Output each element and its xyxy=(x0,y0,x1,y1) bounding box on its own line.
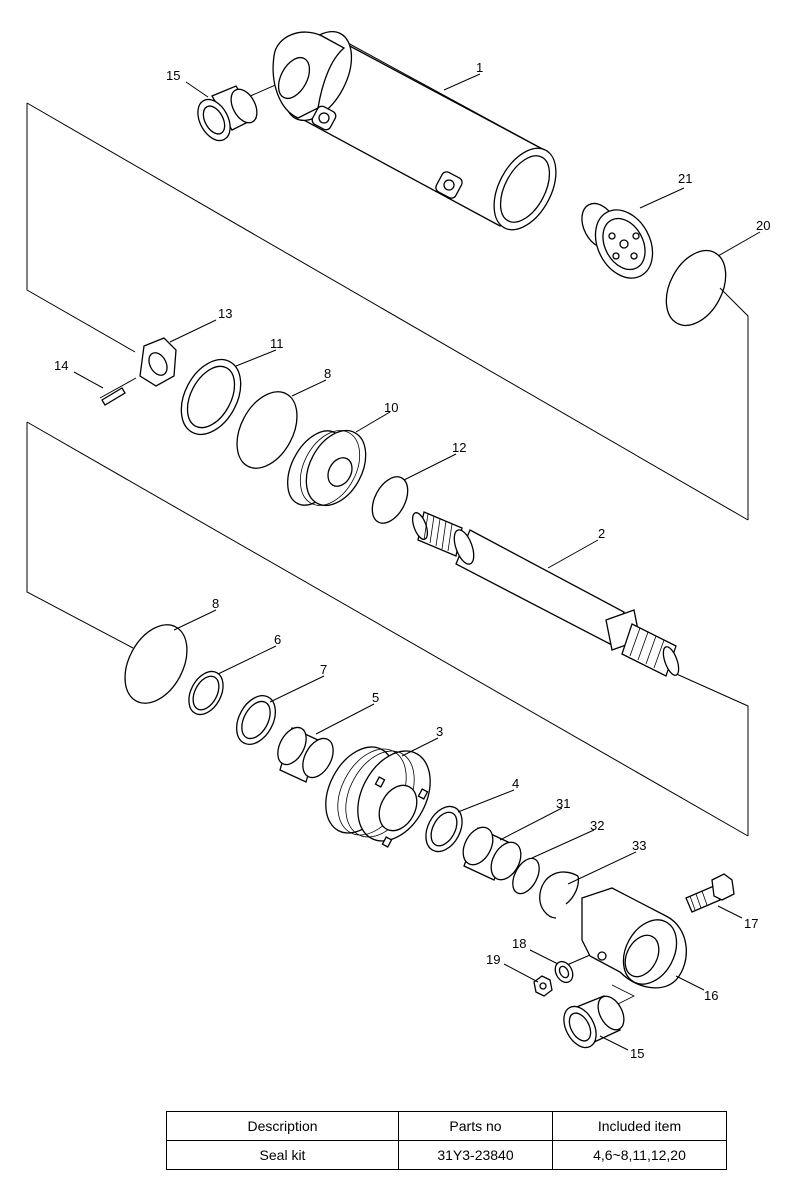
part-19-nut xyxy=(533,975,553,997)
part-4-rod-seal xyxy=(425,805,463,853)
part-16-rod-eye xyxy=(581,887,687,989)
exploded-parts-diagram: 1 15 21 20 13 11 14 8 10 12 2 8 6 7 5 3 … xyxy=(26,30,770,1061)
part-3-rod-cover xyxy=(325,746,431,848)
callout-33: 33 xyxy=(632,838,646,853)
callout-12: 12 xyxy=(452,440,466,455)
part-20-o-ring xyxy=(665,249,727,327)
part-33-snap-ring xyxy=(539,871,580,919)
part-10-piston xyxy=(287,429,367,507)
callout-15-bottom: 15 xyxy=(630,1046,644,1061)
callout-32: 32 xyxy=(590,818,604,833)
callout-1: 1 xyxy=(476,60,483,75)
part-11-backup-ring xyxy=(180,358,242,436)
callout-7: 7 xyxy=(320,662,327,677)
callout-13: 13 xyxy=(218,306,232,321)
callout-leaders xyxy=(73,73,761,1051)
part-8-o-ring-upper xyxy=(236,391,298,469)
assembly-guide-lines xyxy=(26,41,749,1011)
part-2-piston-rod xyxy=(411,511,680,677)
part-7-seal xyxy=(236,695,276,745)
part-14-pin xyxy=(101,387,126,406)
callout-8-upper: 8 xyxy=(324,366,331,381)
table-header-row: Description Parts no Included item xyxy=(166,1111,727,1141)
part-17-bolt xyxy=(685,873,735,913)
callout-31: 31 xyxy=(556,796,570,811)
callout-8-lower: 8 xyxy=(212,596,219,611)
callout-labels: 1 15 21 20 13 11 14 8 10 12 2 8 6 7 5 3 … xyxy=(54,60,770,1061)
callout-15-top: 15 xyxy=(166,68,180,83)
callout-20: 20 xyxy=(756,218,770,233)
callout-11: 11 xyxy=(270,336,284,351)
seal-kit-table: Description Parts no Included item Seal … xyxy=(166,1111,727,1170)
callout-21: 21 xyxy=(678,171,692,186)
part-6-dust-wiper xyxy=(188,670,224,716)
part-15-bushing-bottom xyxy=(563,995,625,1049)
callout-4: 4 xyxy=(512,776,519,791)
callout-6: 6 xyxy=(274,632,281,647)
part-15-bushing-top xyxy=(197,85,258,142)
cell-parts-no: 31Y3-23840 xyxy=(398,1140,553,1170)
table-row: Seal kit 31Y3-23840 4,6~8,11,12,20 xyxy=(166,1140,727,1170)
callout-10: 10 xyxy=(384,400,398,415)
part-13-lock-nut xyxy=(139,337,177,387)
column-header-description: Description xyxy=(166,1111,399,1141)
part-5-bushing xyxy=(277,726,334,783)
part-12-o-ring xyxy=(371,476,409,524)
cell-included-item: 4,6~8,11,12,20 xyxy=(552,1140,727,1170)
callout-3: 3 xyxy=(436,724,443,739)
callout-17: 17 xyxy=(744,916,758,931)
column-header-parts-no: Parts no xyxy=(398,1111,553,1141)
callout-16: 16 xyxy=(704,988,718,1003)
column-header-included-item: Included item xyxy=(552,1111,727,1141)
part-21-plug xyxy=(581,202,654,279)
part-32-o-ring xyxy=(512,857,540,895)
callout-18: 18 xyxy=(512,936,526,951)
part-8-o-ring-lower xyxy=(124,624,188,704)
part-18-washer xyxy=(554,960,574,984)
callout-2: 2 xyxy=(598,526,605,541)
part-1-cylinder-tube xyxy=(272,30,557,231)
cell-description: Seal kit xyxy=(166,1140,399,1170)
callout-14: 14 xyxy=(54,358,68,373)
callout-19: 19 xyxy=(486,952,500,967)
callout-5: 5 xyxy=(372,690,379,705)
part-31-bushing xyxy=(462,826,522,881)
